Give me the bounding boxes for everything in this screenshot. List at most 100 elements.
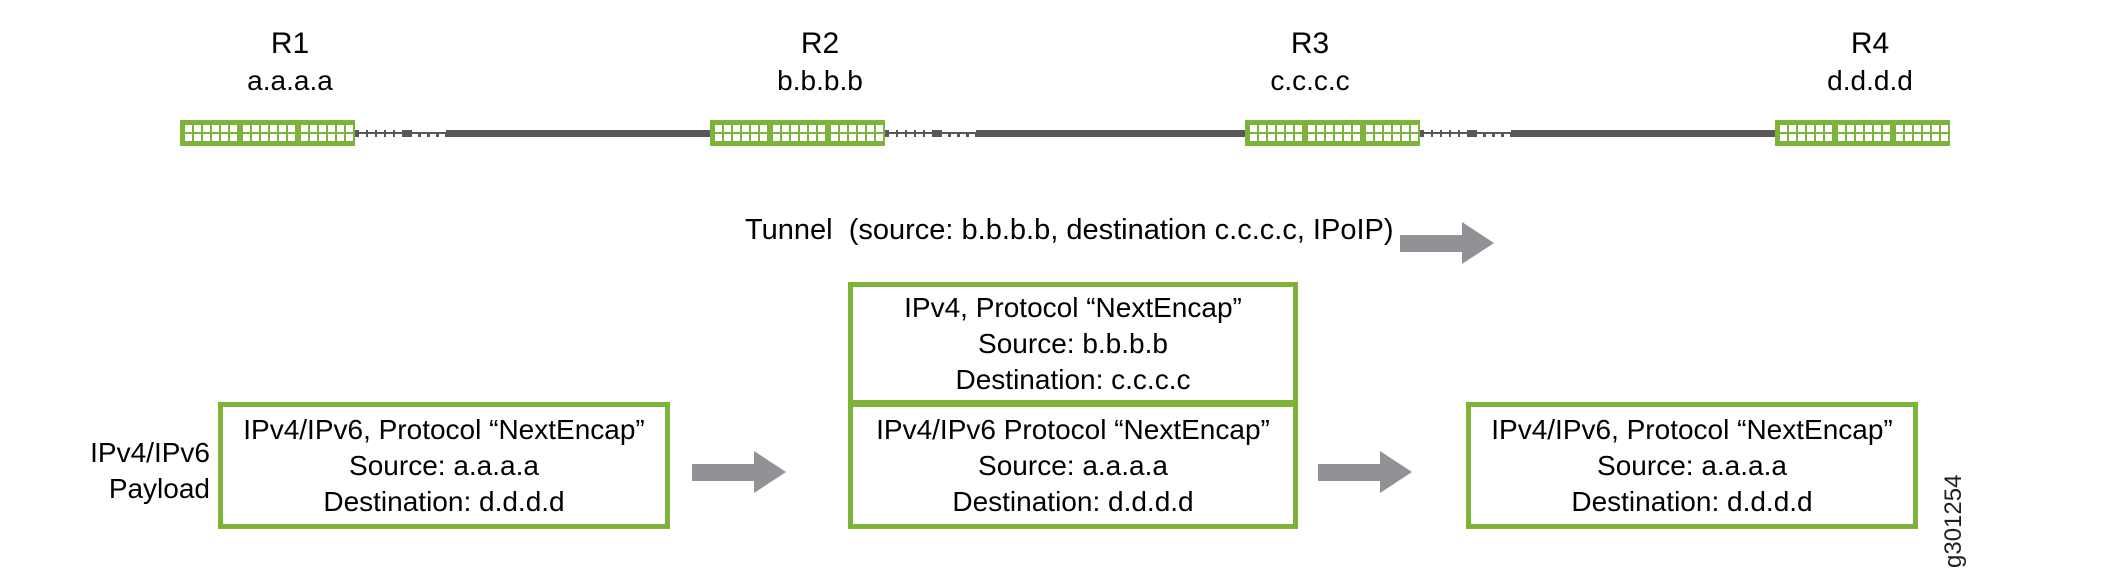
port <box>1268 134 1275 141</box>
port <box>1317 125 1324 132</box>
packet-destination-line: Destination: d.d.d.d <box>952 485 1194 517</box>
port <box>1460 134 1467 141</box>
port <box>270 134 277 141</box>
port <box>1259 134 1266 141</box>
port <box>1442 125 1449 132</box>
link-r2-r3 <box>880 130 1250 137</box>
port <box>1366 125 1373 132</box>
port <box>337 125 344 132</box>
port-group <box>1366 125 1418 141</box>
router-icon-r3[interactable] <box>1245 120 1511 146</box>
port <box>1326 134 1333 141</box>
port <box>194 125 201 132</box>
port <box>1250 125 1257 132</box>
status-led-group <box>2007 126 2041 140</box>
port <box>840 125 847 132</box>
port <box>1451 125 1458 132</box>
port <box>1335 134 1342 141</box>
port <box>1807 134 1814 141</box>
port <box>1308 134 1315 141</box>
port <box>288 125 295 132</box>
port <box>925 134 932 141</box>
port-group <box>243 125 295 141</box>
port <box>1424 125 1431 132</box>
router-address: d.d.d.d <box>1827 65 1913 96</box>
port <box>773 125 780 132</box>
packet-source-line: Source: b.b.b.b <box>978 327 1168 359</box>
port <box>1874 134 1881 141</box>
port-row <box>359 125 402 132</box>
port-row <box>1838 134 1890 141</box>
port <box>760 125 767 132</box>
port <box>368 125 375 132</box>
status-led <box>1495 134 1501 140</box>
tunnel-direction-arrow <box>1400 222 1494 264</box>
port <box>818 134 825 141</box>
link-r1-r2 <box>350 130 720 137</box>
router-label-r3: R3 c.c.c.c <box>1195 26 1425 98</box>
port <box>337 134 344 141</box>
port <box>386 125 393 132</box>
port-row <box>1838 125 1890 132</box>
port <box>1874 125 1881 132</box>
port <box>1375 134 1382 141</box>
port <box>368 134 375 141</box>
port <box>1277 134 1284 141</box>
port <box>1384 125 1391 132</box>
port <box>916 134 923 141</box>
router-icon-r4[interactable] <box>1775 120 2041 146</box>
port-row <box>889 125 932 132</box>
port <box>1433 134 1440 141</box>
port <box>1460 125 1467 132</box>
port <box>279 125 286 132</box>
port <box>1923 125 1930 132</box>
port <box>1277 125 1284 132</box>
port-group <box>831 125 883 141</box>
port <box>1780 134 1787 141</box>
port <box>270 125 277 132</box>
packet-box-left: IPv4/IPv6, Protocol “NextEncap” Source: … <box>218 402 670 529</box>
port <box>359 134 366 141</box>
port <box>1384 134 1391 141</box>
status-led <box>412 134 418 140</box>
port <box>261 134 268 141</box>
port <box>733 125 740 132</box>
port <box>252 134 259 141</box>
router-icon-r2[interactable] <box>710 120 976 146</box>
port <box>760 134 767 141</box>
port <box>1335 125 1342 132</box>
status-led <box>942 134 948 140</box>
port <box>818 125 825 132</box>
port <box>800 134 807 141</box>
status-led-row <box>2007 134 2041 140</box>
packet-destination-line: Destination: d.d.d.d <box>323 485 565 517</box>
status-led <box>430 134 436 140</box>
port <box>1344 134 1351 141</box>
port <box>377 125 384 132</box>
port <box>328 125 335 132</box>
port <box>907 125 914 132</box>
figure-watermark: g301254 <box>1940 474 1967 568</box>
port <box>288 134 295 141</box>
router-icon-r1[interactable] <box>180 120 446 146</box>
port <box>1972 125 1979 132</box>
port-group <box>1838 125 1890 141</box>
port <box>840 134 847 141</box>
port <box>1981 134 1988 141</box>
packet-protocol-line: IPv4/IPv6, Protocol “NextEncap” <box>1491 413 1893 445</box>
port <box>221 134 228 141</box>
payload-caption-line1: IPv4/IPv6 <box>90 437 210 468</box>
port <box>1424 134 1431 141</box>
port <box>715 125 722 132</box>
status-led <box>1486 134 1492 140</box>
port <box>301 125 308 132</box>
port-row <box>715 134 767 141</box>
port-row <box>1250 134 1302 141</box>
port <box>1451 134 1458 141</box>
port-group <box>1780 125 1832 141</box>
port-group <box>185 125 237 141</box>
port <box>252 125 259 132</box>
port <box>279 134 286 141</box>
port <box>1411 125 1418 132</box>
